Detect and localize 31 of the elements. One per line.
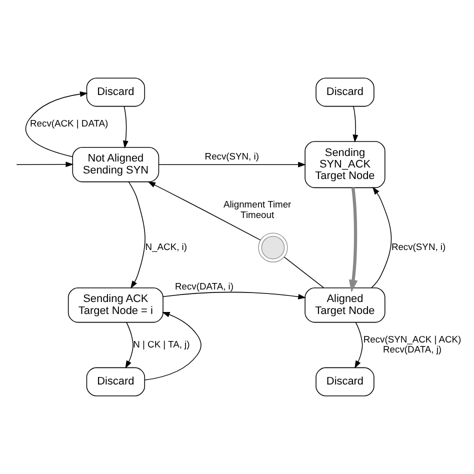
node-box: Not Aligned Sending SYN [72,147,160,182]
arrow [148,181,261,240]
edge-label: Recv(SYN, i) [391,240,446,252]
arrow [25,91,88,158]
arrow [128,181,146,289]
arrow [158,162,306,168]
edge-label: N | CK | TA, j) [133,338,190,350]
edge-label: Recv(SYN, i) [204,150,259,162]
node-box: Discard [86,367,146,396]
arrow [125,322,134,368]
node-box: Aligned Target Node [304,287,386,323]
arrow [16,162,74,168]
node-box: Sending ACK Target Node = i [68,287,164,323]
connector [284,256,324,288]
arrow [162,292,306,300]
node-box: Discard [316,78,374,107]
arrow [371,186,392,288]
edge-label: Recv(SYN_ACK | ACK) Recv(DATA, j) [363,333,462,355]
arrow [354,322,363,368]
edge-label: Recv(ACK | DATA) [30,117,108,128]
node-box: Sending SYN_ACK Target Node [304,141,386,188]
edge-label: N_ACK, i) [145,240,187,252]
node-box: Discard [86,78,146,107]
edge-label: Alignment Timer Timeout [223,198,292,220]
edge-label: Recv(DATA, i) [174,280,234,292]
arrow [122,106,128,148]
node-picture [258,232,288,262]
arrow [352,106,358,143]
node-box: Discard [316,367,374,396]
arrow [144,312,202,380]
arrow [348,188,358,292]
